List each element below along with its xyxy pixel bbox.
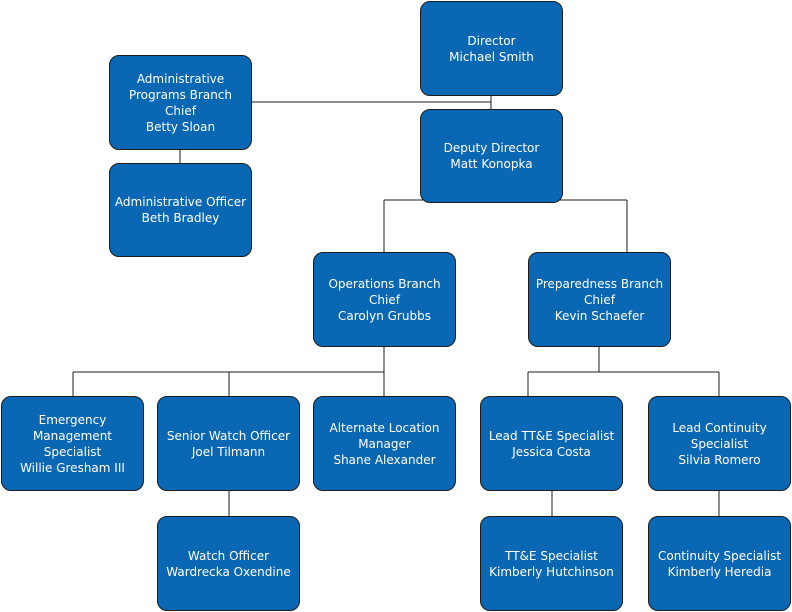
operations-title-1: Operations Branch bbox=[328, 276, 441, 291]
watch-officer-title: Watch Officer bbox=[187, 548, 270, 563]
admin-chief-name: Betty Sloan bbox=[145, 119, 216, 134]
tte-specialist-title: TT&E Specialist bbox=[505, 548, 598, 563]
lead-continuity-name: Silvia Romero bbox=[678, 452, 761, 467]
lead-continuity-title-1: Lead Continuity bbox=[672, 420, 767, 435]
preparedness-title-1: Preparedness Branch bbox=[535, 276, 664, 291]
operations-title-2: Chief bbox=[369, 292, 400, 307]
em-name: Willie Gresham III bbox=[20, 460, 125, 475]
alt-location-title-1: Alternate Location bbox=[329, 420, 440, 435]
admin-chief-title-1: Administrative bbox=[136, 71, 225, 86]
em-title-2: Management bbox=[32, 428, 113, 443]
continuity-specialist-title: Continuity Specialist bbox=[657, 548, 782, 563]
em-title-3: Specialist bbox=[43, 444, 102, 459]
operations-name: Carolyn Grubbs bbox=[338, 308, 431, 323]
alt-location-name: Shane Alexander bbox=[333, 452, 436, 467]
lead-tte-title: Lead TT&E Specialist bbox=[488, 428, 615, 443]
preparedness-name: Kevin Schaefer bbox=[554, 308, 645, 323]
admin-officer-title: Administrative Officer bbox=[114, 195, 247, 209]
preparedness-title-2: Chief bbox=[584, 292, 615, 307]
admin-officer-name: Beth Bradley bbox=[141, 211, 220, 225]
em-title-1: Emergency bbox=[38, 412, 107, 427]
lead-continuity-title-2: Specialist bbox=[690, 436, 749, 451]
senior-watch-name: Joel Tilmann bbox=[191, 444, 266, 459]
senior-watch-title: Senior Watch Officer bbox=[166, 428, 291, 443]
lead-tte-name: Jessica Costa bbox=[512, 444, 591, 459]
alt-location-title-2: Manager bbox=[358, 436, 411, 451]
admin-chief-title-2: Programs Branch bbox=[128, 87, 233, 102]
deputy-name: Matt Konopka bbox=[450, 157, 533, 171]
admin-chief-title-3: Chief bbox=[165, 103, 196, 118]
director-name: Michael Smith bbox=[449, 49, 534, 64]
tte-specialist-name: Kimberly Hutchinson bbox=[489, 564, 614, 579]
continuity-specialist-name: Kimberly Heredia bbox=[667, 564, 772, 579]
director-title: Director bbox=[467, 33, 516, 48]
deputy-title: Deputy Director bbox=[443, 141, 540, 155]
watch-officer-name: Wardrecka Oxendine bbox=[166, 564, 291, 579]
